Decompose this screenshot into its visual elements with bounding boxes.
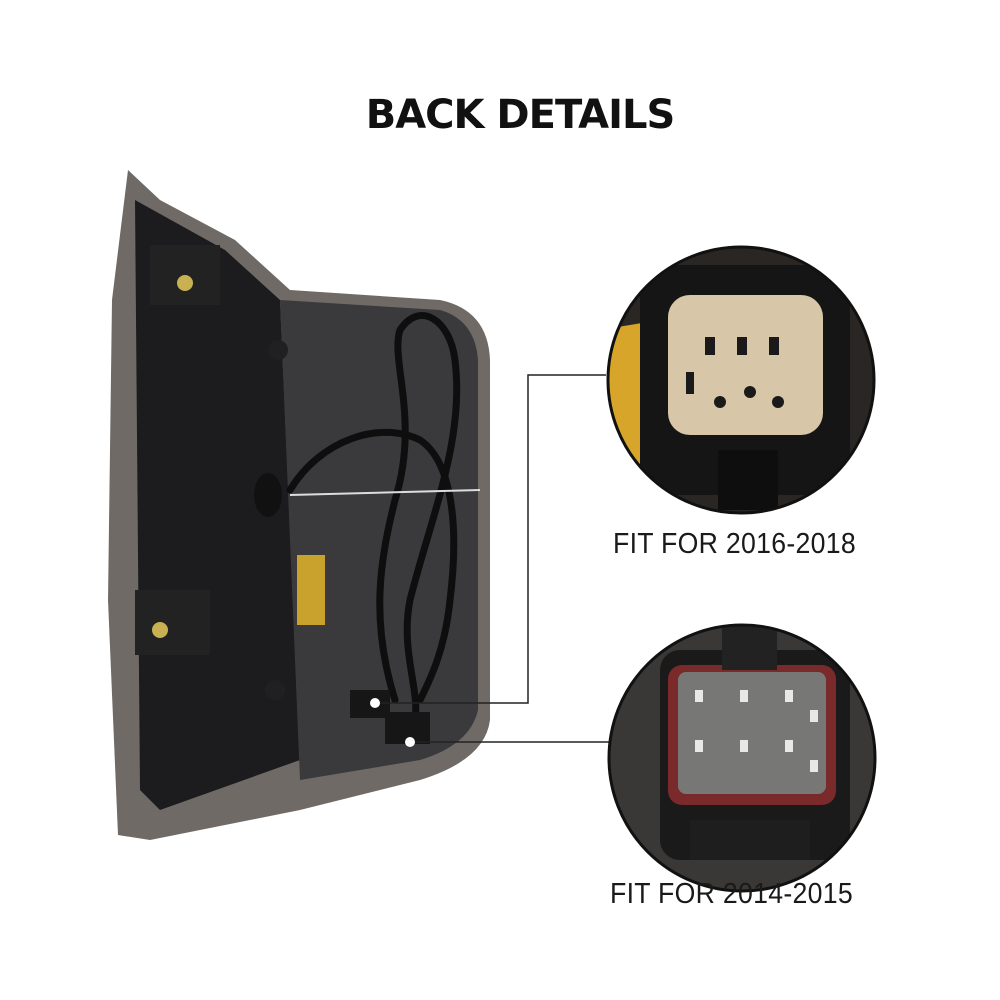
load-resistor xyxy=(297,555,325,625)
connector-closeup-2014-2015 xyxy=(609,625,875,891)
connector-label-2016-2018: FIT FOR 2016-2018 xyxy=(613,528,856,560)
callout-lines xyxy=(375,374,609,743)
callout-dot xyxy=(370,698,380,708)
page-title: BACK DETAILS xyxy=(365,92,676,138)
connector-plug xyxy=(350,690,390,718)
screw-icon xyxy=(177,275,193,291)
callout-dot xyxy=(405,737,415,747)
screw-icon xyxy=(152,622,168,638)
connector-label-2014-2015: FIT FOR 2014-2015 xyxy=(610,878,853,910)
tail-light-back xyxy=(108,170,490,840)
connector-closeup-2016-2018 xyxy=(608,247,874,513)
wiring-harness xyxy=(286,312,461,724)
